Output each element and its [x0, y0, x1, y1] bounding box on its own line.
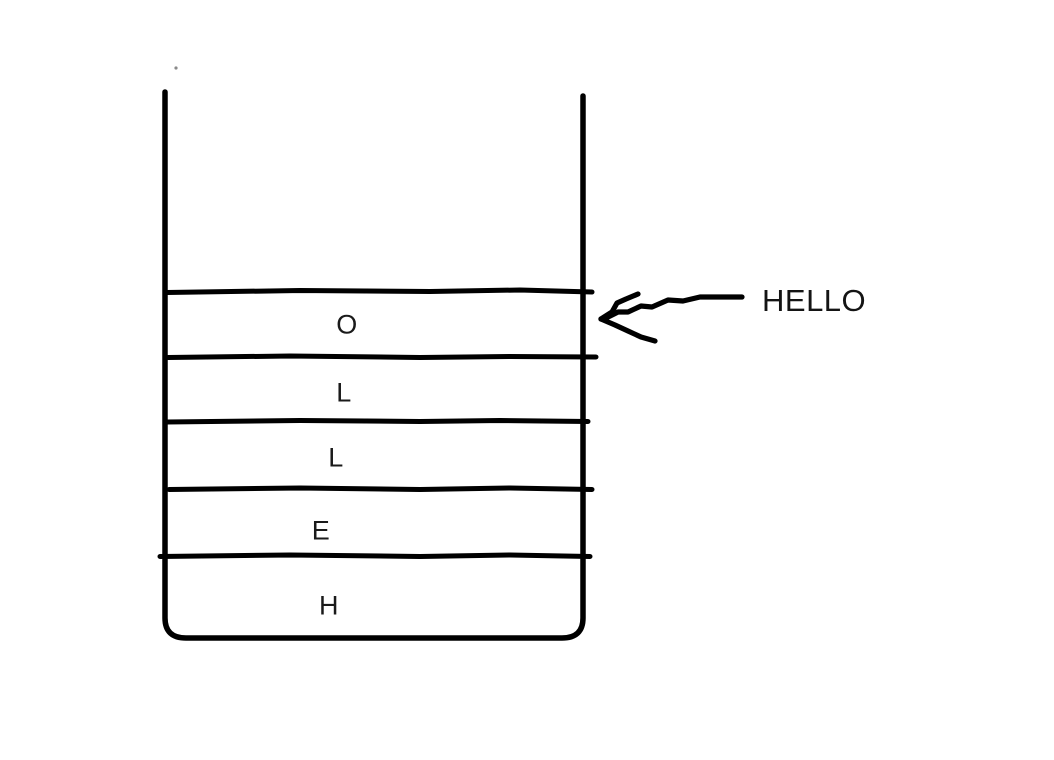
hello-annotation-label: HELLO: [762, 283, 867, 318]
stack-divider-2: [164, 418, 591, 425]
stack-cell-label-l-upper: L: [336, 377, 352, 408]
stack-divider-1: [165, 353, 599, 360]
hello-arrow-icon: [598, 291, 745, 344]
stack-container-outline: [162, 89, 586, 641]
stack-cell-label-e: E: [311, 515, 331, 546]
stack-divider-4: [157, 552, 593, 559]
stack-divider-top: [164, 287, 595, 295]
stack-divider-3: [166, 485, 595, 492]
stack-cell-label-h: H: [319, 590, 339, 621]
stack-cell-label-l-lower: L: [328, 442, 344, 473]
stray-dot-icon: [174, 66, 178, 70]
stack-cell-label-o: O: [336, 309, 358, 340]
